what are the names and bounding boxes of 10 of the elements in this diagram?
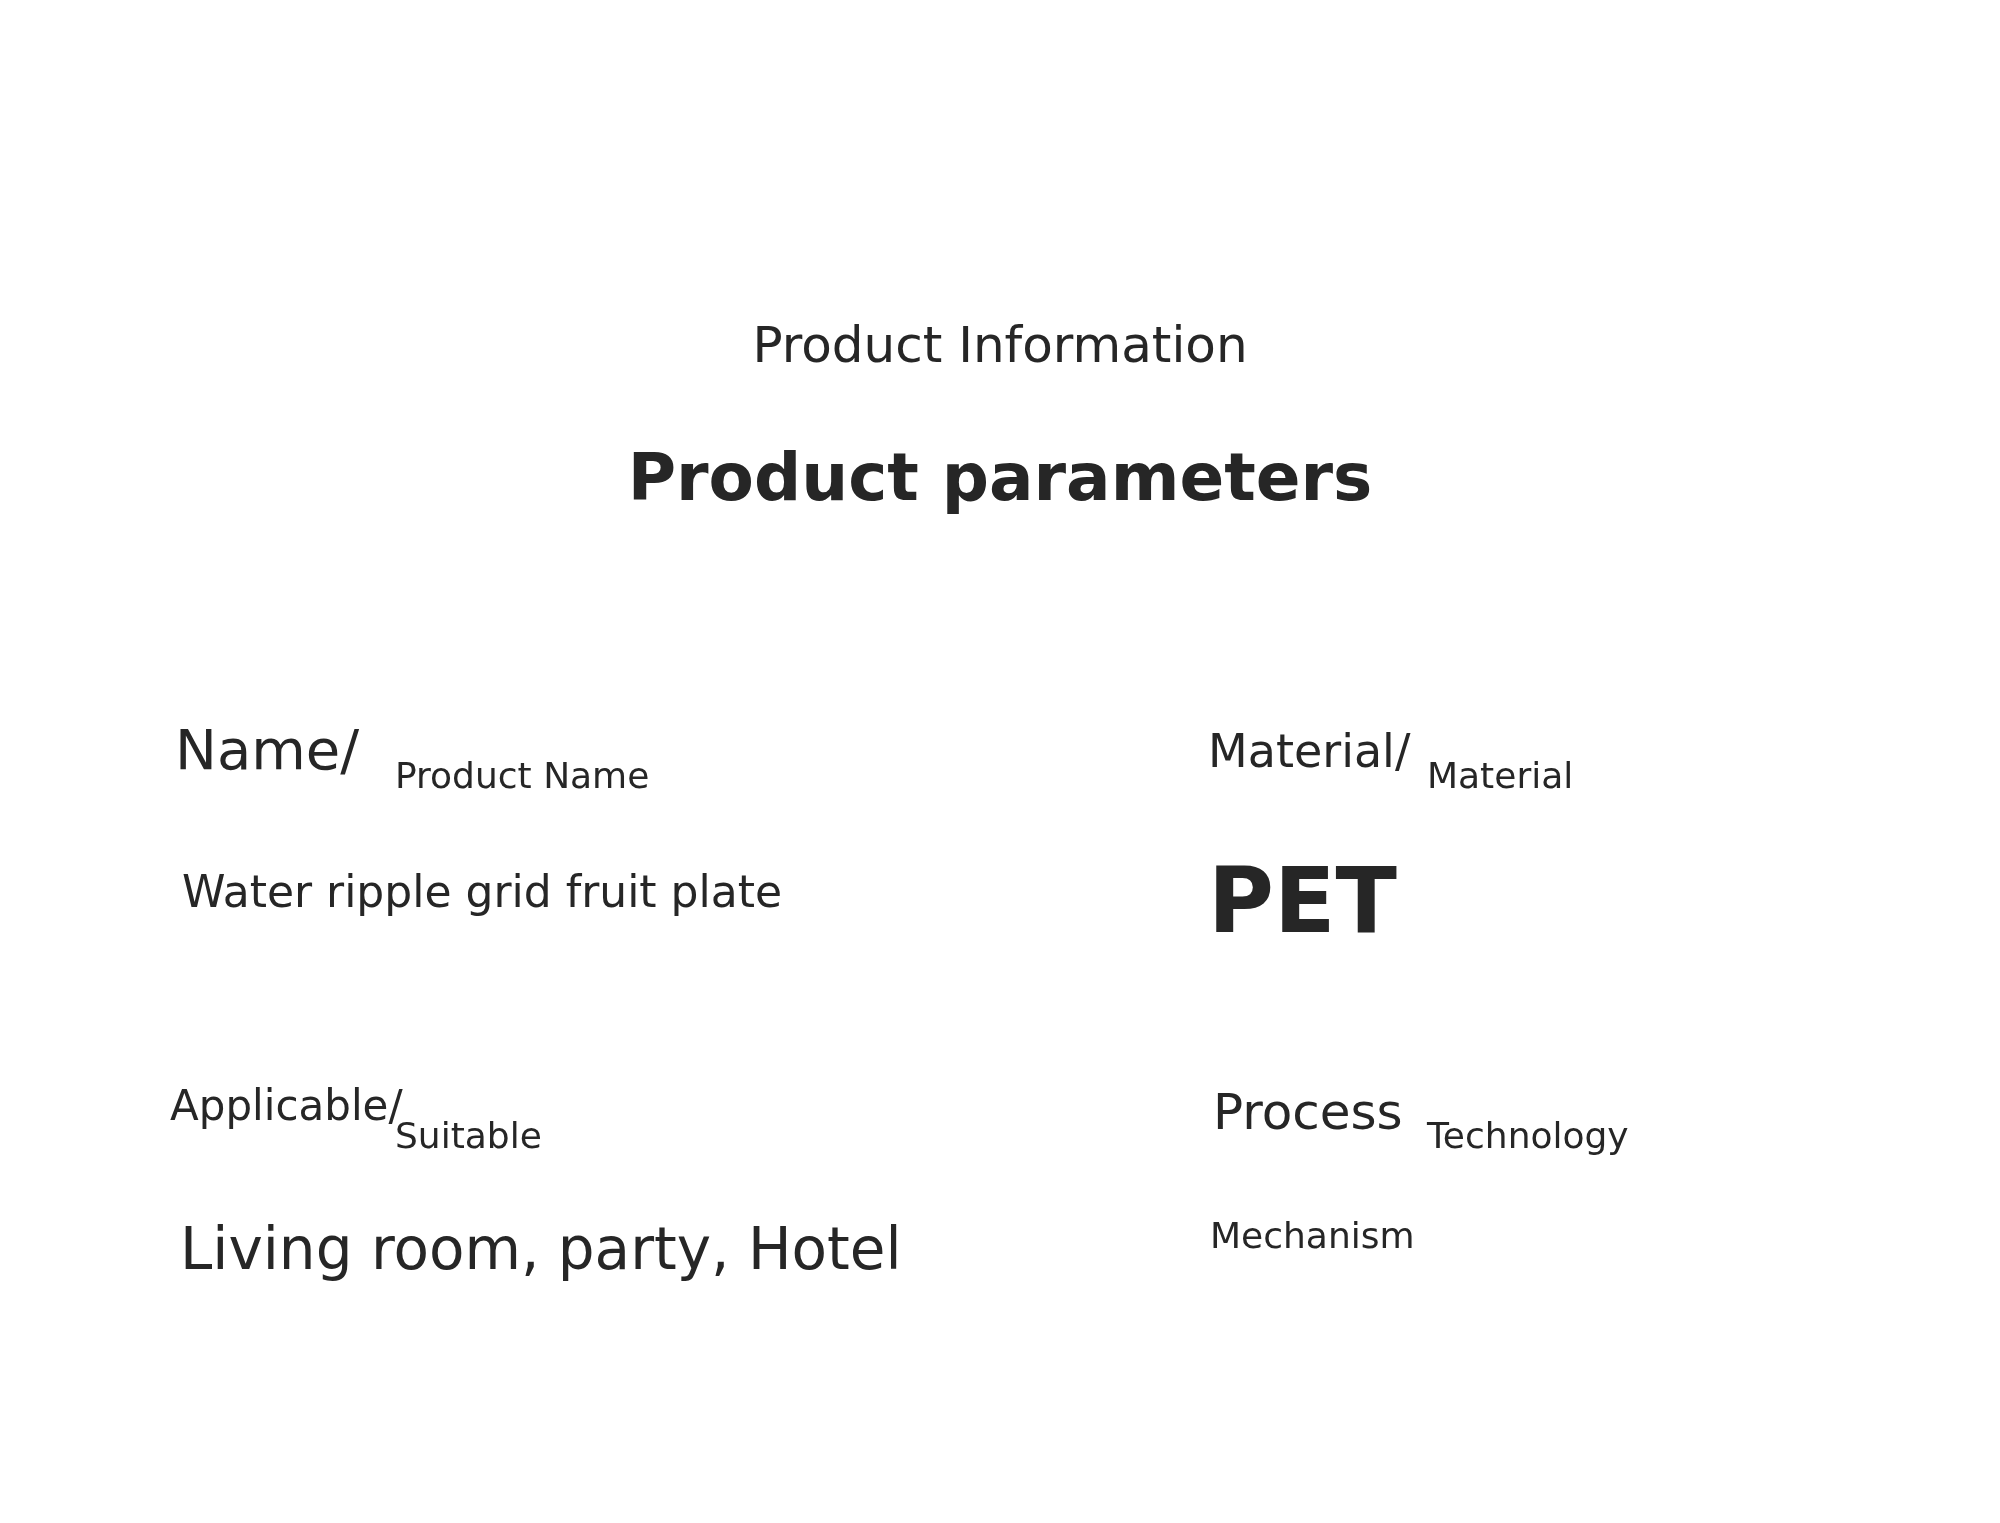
page-title: Product Information <box>751 320 1249 370</box>
field-sublabel: Technology <box>1427 1118 1629 1154</box>
field-sublabel: Product Name <box>395 758 650 794</box>
field-value: PET <box>1208 856 1397 946</box>
field-label: Material/ <box>1208 728 1411 774</box>
field-sublabel: Material <box>1427 758 1574 794</box>
field-value: Water ripple grid fruit plate <box>182 870 783 914</box>
field-label: Name/ <box>175 722 360 778</box>
field-label: Process <box>1213 1087 1403 1137</box>
field-value: Mechanism <box>1210 1218 1415 1254</box>
